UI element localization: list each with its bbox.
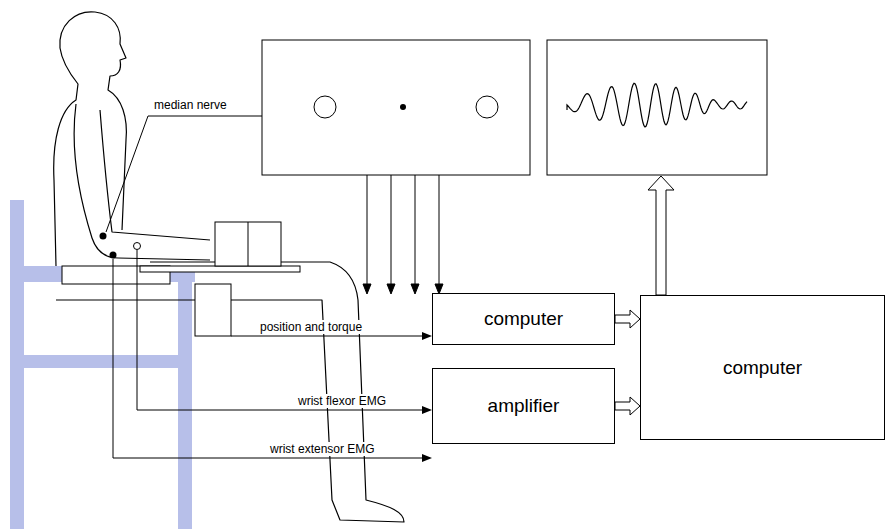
chair xyxy=(10,200,195,529)
display-screen xyxy=(262,40,530,175)
block-arrow xyxy=(615,397,640,415)
process-box: computer xyxy=(432,293,615,345)
box-label: computer xyxy=(484,308,563,330)
manipulandum xyxy=(62,222,300,336)
signal-label: wrist flexor EMG xyxy=(296,394,388,408)
signal-label: median nerve xyxy=(152,98,229,112)
block-arrow xyxy=(615,310,640,328)
arrowhead xyxy=(422,332,432,462)
signal-arrow xyxy=(363,175,443,294)
target-circle xyxy=(476,96,498,118)
signal-label: position and torque xyxy=(258,320,364,334)
target-circle xyxy=(314,96,336,118)
electrode-dot xyxy=(134,243,141,250)
process-box: computer xyxy=(640,295,885,440)
signal-wire xyxy=(113,250,424,458)
electrode-dot xyxy=(100,233,107,240)
signal-label: wrist extensor EMG xyxy=(268,442,377,456)
box-label: computer xyxy=(723,357,802,379)
waveform xyxy=(567,83,747,127)
electrode-dot xyxy=(110,252,117,259)
block-arrow xyxy=(648,176,674,295)
process-box: amplifier xyxy=(432,368,615,444)
box-label: amplifier xyxy=(488,395,560,417)
cursor-dot xyxy=(400,104,406,110)
display-screen xyxy=(547,40,767,175)
